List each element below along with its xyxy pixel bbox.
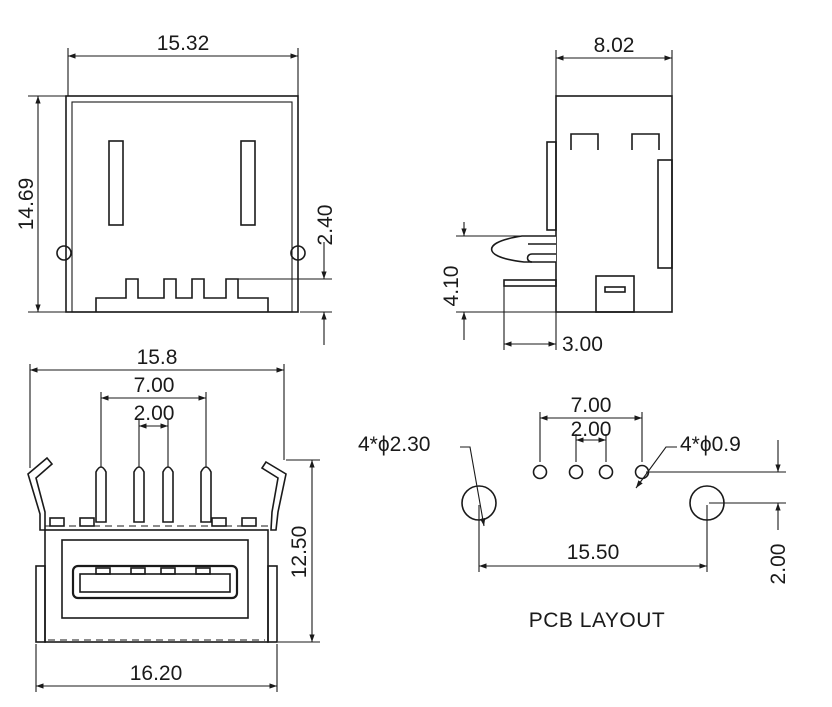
pcb-layout-title: PCB LAYOUT [529,609,665,632]
top-pin-offset-label: 2.40 [314,205,337,246]
pcb-mount-offset-label: 2.00 [767,544,790,585]
top-view: 15.32 14.69 2.40 [15,32,337,345]
side-pin-label: 3.00 [562,333,603,356]
pcb-layout: 7.00 2.00 4*ϕ2.30 4*ϕ0.9 15.50 2.00 PC [358,394,790,632]
pcb-large-hole-label: 4*ϕ2.30 [358,433,431,456]
pcb-mount-span-label: 15.50 [567,541,620,564]
top-height-label: 14.69 [15,178,38,231]
side-view: 8.02 4.10 3.00 [440,34,673,356]
front-pin-pitch-label: 2.00 [134,402,175,425]
pcb-pin-span-label: 7.00 [571,394,612,417]
front-base-width-label: 16.20 [130,662,183,685]
front-width-label: 15.8 [137,346,178,369]
front-height-label: 12.50 [288,526,311,579]
front-pin-span-label: 7.00 [134,374,175,397]
pcb-small-hole-label: 4*ϕ0.9 [680,433,741,456]
pcb-pin-pitch-label: 2.00 [571,418,612,441]
side-depth-label: 8.02 [594,34,635,57]
front-view: 15.8 7.00 2.00 [27,346,320,692]
side-latch-label: 4.10 [440,266,463,307]
top-width-label: 15.32 [157,32,210,55]
